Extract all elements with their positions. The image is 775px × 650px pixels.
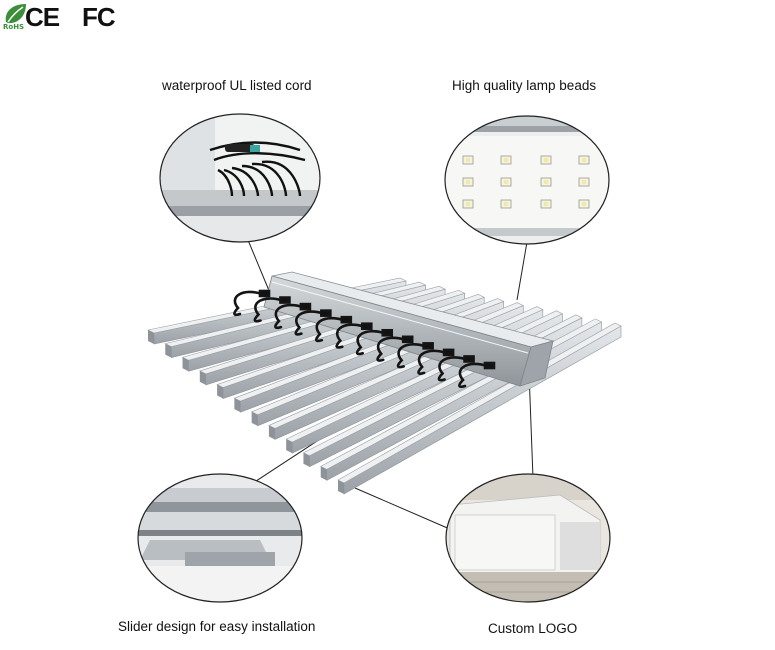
cable-connector [442,348,455,357]
callout-cord-zoom [159,113,321,243]
led-pad [582,180,586,184]
callout-slider-label: Slider design for easy installation [118,619,316,634]
ce-mark: CE [25,2,60,32]
power-cables [233,289,496,389]
callout-logo-label: Custom LOGO [488,621,578,636]
power-cable [437,356,468,382]
callout-slider-zoom [137,473,303,603]
power-cable [294,310,325,336]
cable-connector [463,355,475,363]
led-pad [466,180,470,184]
led-pad [544,158,548,162]
cable-connector [279,296,291,304]
power-cable [314,316,346,343]
led-pad [582,158,586,162]
power-cable [417,349,448,375]
power-cable [458,362,489,389]
cable-connector [340,315,353,324]
cable-connector [320,309,332,317]
power-cable [396,343,427,369]
cable-connector [401,335,414,344]
callout-cord-label: waterproof UL listed cord [162,78,312,93]
power-cable [376,336,407,362]
rohs-leaf-icon: RoHS [3,4,26,31]
power-cable [274,303,305,330]
led-pad [504,158,508,162]
cable-connector [483,361,496,370]
led-pad [466,158,470,162]
led-pad [504,202,508,206]
power-cable [233,290,264,317]
power-cable [355,329,387,356]
cable-connector [381,328,394,337]
svg-text:RoHS: RoHS [3,23,24,30]
fc-mark: FC [82,2,116,32]
cable-connector [360,322,373,331]
led-pad [466,202,470,206]
callout-beads-zoom [444,115,610,245]
led-pad [544,180,548,184]
callout-beads-label: High quality lamp beads [452,78,597,93]
cable-connector [258,289,271,298]
power-cable [335,323,366,349]
power-cable [253,297,284,323]
led-pad [582,202,586,206]
cable-connector [299,302,312,311]
cable-connector [422,342,434,350]
led-pad [544,202,548,206]
callout-logo-zoom [445,473,611,603]
led-pad [504,180,508,184]
